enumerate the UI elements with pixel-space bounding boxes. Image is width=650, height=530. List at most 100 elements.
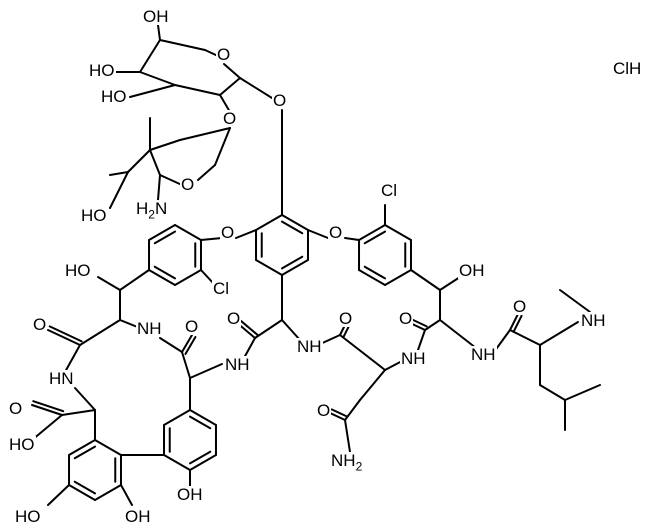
bond [509,329,541,346]
bond [219,94,231,113]
atom-label: NH [224,355,251,374]
bond [254,319,283,339]
bond [417,329,426,351]
bond [31,404,63,416]
bond [330,408,348,418]
bond [48,325,83,343]
bond [243,337,256,359]
atom-label: NH2 [330,451,364,476]
bond [200,237,223,241]
atom-label: O [32,315,48,334]
bond [32,400,65,413]
atom-label: O [8,399,24,418]
bond [181,334,193,353]
bond [512,314,523,333]
bond [342,325,350,338]
bond [281,220,304,235]
bond [363,265,386,280]
bond [109,171,129,176]
atom-label: NH [400,349,427,368]
atom-label: O [216,45,232,64]
bond [64,344,81,373]
bond [174,84,221,96]
bond [47,329,81,346]
bond [255,259,283,276]
atom-label: O [272,91,288,110]
bond [153,230,176,245]
atom-label: HO [100,87,128,106]
atom-label: HO [64,261,92,280]
bond [139,71,176,86]
bond [129,84,176,98]
bond [439,276,461,291]
atom-label: O [338,309,354,328]
bond [127,149,151,173]
bond [94,484,122,501]
bond [339,334,386,371]
bond [559,289,591,313]
bond [189,363,223,379]
bond [189,409,217,426]
salt-label: ClH [612,59,643,78]
atom-label: OH [176,485,204,504]
bond [31,414,63,441]
bond [197,164,216,181]
bond [68,484,96,501]
atom-label: H2N [135,199,169,224]
atom-label: OH [124,507,152,526]
bond [539,384,566,401]
bond [281,255,304,270]
bond [235,229,257,239]
bond [61,409,96,416]
atom-label: Cl [212,279,231,298]
bond [281,319,301,341]
bond [163,454,191,471]
bond [237,317,259,336]
bond [159,39,206,51]
bond [329,412,346,421]
atom-label: HO [80,206,108,225]
bond [148,224,176,241]
bond [73,445,96,460]
bond [119,269,150,291]
bond [159,174,183,186]
bond [120,484,133,506]
atom-label: HO [8,435,36,454]
atom-label: Cl [380,181,399,200]
atom-label: O [222,109,238,128]
atom-label: O [316,401,332,420]
bond [344,419,351,453]
bond [359,369,386,401]
atom-label: O [512,297,528,316]
bond [281,259,309,276]
atom-label-text: H2N [136,199,168,222]
bond [163,409,191,426]
bond [73,480,96,495]
bond [189,450,212,465]
bond [439,319,477,349]
bond [94,439,122,456]
bond [307,229,329,239]
bond [153,265,176,280]
atom-label: OH [142,7,170,26]
bond [281,214,309,231]
bond [74,387,96,411]
bond [424,319,441,331]
bond [363,230,386,245]
bond [109,171,129,209]
bond [149,149,161,176]
atom-label: O [226,309,242,328]
bond [358,224,386,241]
bond [564,384,601,401]
atom-label: O [184,317,200,336]
bond [148,269,176,286]
bond [157,174,161,201]
bond [493,329,511,353]
bond [539,321,579,346]
bond [219,77,241,96]
bond [189,415,212,430]
atom-label: O [328,223,344,242]
bond [200,269,215,285]
atom-label: O [398,309,414,328]
